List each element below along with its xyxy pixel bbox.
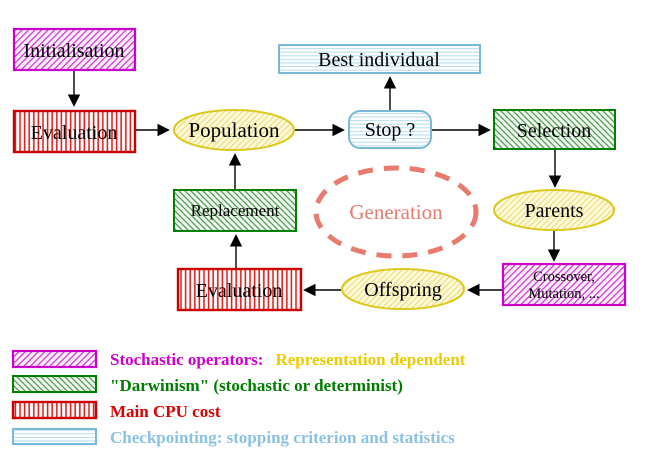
legend-stochastic-text: Stochastic operators:	[110, 350, 263, 369]
replacement-box	[173, 189, 297, 232]
cyan-lines-swatch	[12, 428, 97, 445]
legend-item-darwinism: "Darwinism" (stochastic or determinist)	[12, 375, 403, 395]
initialisation-box	[12, 27, 137, 72]
generation-ellipse	[313, 165, 479, 259]
stop-label: Stop ?	[365, 119, 416, 141]
legend-item-checkpointing: Checkpointing: stopping criterion and st…	[12, 428, 455, 447]
evaluation-bottom-label: Evaluation	[196, 280, 283, 302]
evaluation-top-box	[12, 109, 137, 154]
stop-box	[348, 110, 432, 149]
replacement-label: Replacement	[191, 201, 280, 220]
red-stripes-swatch	[11, 400, 98, 420]
legend-item-stochastic-operators: Stochastic operators: Representation depe…	[11, 349, 466, 369]
selection-label: Selection	[517, 120, 591, 142]
node-evaluation-bottom: Evaluation	[176, 267, 303, 312]
parents-ellipse	[493, 189, 615, 231]
offspring-ellipse	[341, 268, 465, 310]
legend-darwinism-text: "Darwinism" (stochastic or determinist)	[110, 376, 403, 395]
selection-box	[493, 109, 616, 150]
evaluation-top-label: Evaluation	[31, 122, 118, 144]
legend-representation-text: Representation dependent	[275, 350, 465, 369]
legend-stochastic-label: Stochastic operators: Representation depe…	[110, 350, 466, 369]
best-individual-box	[278, 44, 481, 74]
magenta-hatch-swatch	[11, 349, 98, 369]
node-replacement: Replacement	[173, 189, 297, 232]
crossover-mutation-box	[501, 262, 627, 307]
legend-item-main-cpu-cost: Main CPU cost	[11, 400, 221, 421]
legend-checkpointing-text: Checkpointing: stopping criterion and st…	[110, 428, 455, 447]
crossover-label-line1: Crossover,	[533, 269, 595, 285]
node-population: Population	[173, 109, 295, 151]
best-individual-label: Best individual	[318, 49, 440, 71]
node-generation: Generation	[313, 165, 479, 259]
population-label: Population	[188, 118, 280, 142]
green-hatch-swatch	[12, 375, 97, 393]
node-initialisation: Initialisation	[12, 27, 137, 72]
population-ellipse	[173, 109, 295, 151]
initialisation-label: Initialisation	[23, 40, 124, 62]
evaluation-bottom-box	[176, 267, 303, 312]
node-offspring: Offspring	[341, 268, 465, 310]
crossover-label-line2: Mutation, ...	[528, 286, 599, 302]
generation-label: Generation	[349, 200, 443, 224]
node-best-individual: Best individual	[278, 44, 481, 74]
offspring-label: Offspring	[364, 279, 441, 301]
flow-arrows	[67, 71, 562, 297]
node-parents: Parents	[493, 189, 615, 231]
parents-label: Parents	[525, 200, 584, 222]
legend-cpu-cost-text: Main CPU cost	[110, 402, 221, 421]
node-selection: Selection	[493, 109, 616, 150]
node-evaluation-top: Evaluation	[12, 109, 137, 154]
node-crossover-mutation: Crossover, Mutation, ...	[501, 262, 627, 307]
node-stop: Stop ?	[348, 110, 432, 149]
legend: Stochastic operators: Representation depe…	[11, 349, 466, 447]
